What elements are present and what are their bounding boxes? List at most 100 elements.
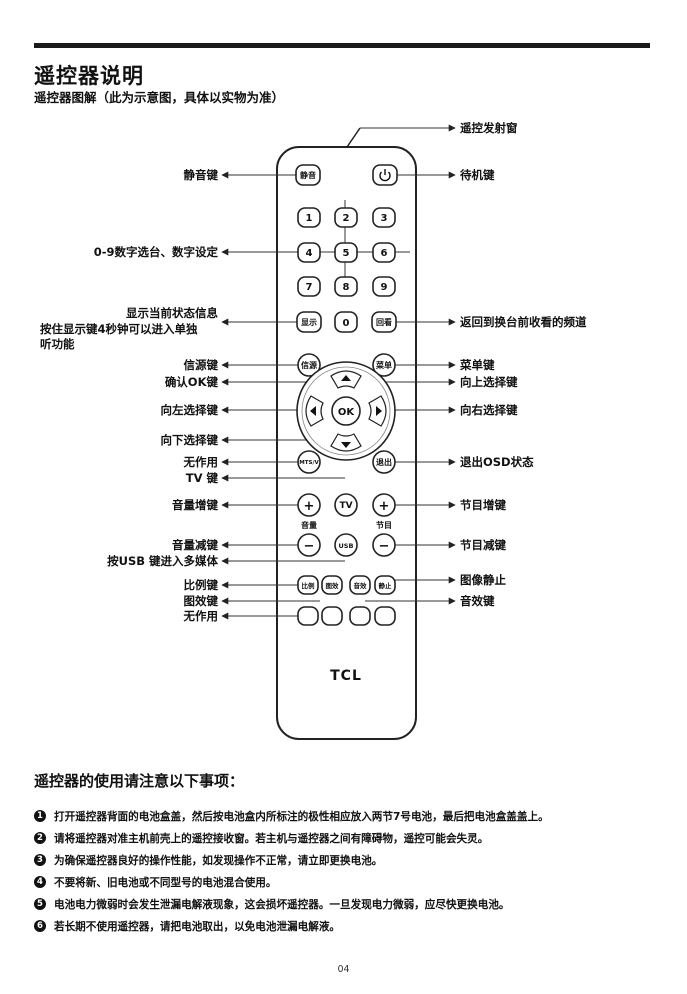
digit-8-button[interactable]	[334, 276, 358, 297]
nav-up-button[interactable]	[330, 370, 362, 389]
ok-button[interactable]	[331, 396, 361, 426]
note-item: 3 为确保遥控器良好的操作性能，如发现操作不正常，请立即更换电池。	[34, 849, 549, 871]
tv-button-label: TV	[339, 501, 352, 511]
digit-2-label: 2	[343, 213, 350, 224]
digit-6-label: 6	[381, 248, 388, 259]
note-number: 6	[34, 920, 46, 932]
digit-9-label: 9	[381, 282, 388, 293]
source-button-label: 信源	[301, 360, 317, 370]
up-arrow-icon	[341, 375, 351, 381]
mute-button-label: 静音	[300, 170, 316, 180]
down-arrow-icon	[341, 442, 351, 448]
digit-1-button[interactable]	[297, 207, 321, 228]
ratio-button[interactable]	[297, 575, 319, 595]
callout-exit: 退出OSD状态	[460, 455, 534, 469]
vol-plus-button[interactable]	[297, 493, 321, 517]
callout-standby: 待机键	[460, 168, 495, 182]
digit-6-button[interactable]	[372, 242, 396, 263]
digit-4-label: 4	[306, 248, 313, 259]
picture-effect-label: 图效	[326, 581, 340, 590]
note-number: 3	[34, 854, 46, 866]
nav-ring-inner	[301, 366, 391, 456]
digit-2-button[interactable]	[334, 207, 358, 228]
digit-3-button[interactable]	[372, 207, 396, 228]
digit-7-button[interactable]	[297, 276, 321, 297]
brand-logo: TCL	[330, 668, 362, 684]
callout-display-line2: 按住显示键4秒钟可以进入单独	[40, 322, 198, 336]
mtsv-button[interactable]	[297, 450, 321, 474]
blank-button-4[interactable]	[374, 606, 396, 626]
menu-button[interactable]	[372, 353, 396, 377]
sound-effect-button[interactable]	[349, 575, 371, 595]
callout-display-line1: 显示当前状态信息	[126, 306, 218, 320]
mute-button[interactable]	[295, 164, 321, 186]
nav-down-button[interactable]	[330, 433, 362, 452]
callout-tv: TV 键	[186, 471, 219, 485]
callout-ratio: 比例键	[184, 578, 219, 592]
note-text: 请将遥控器对准主机前壳上的遥控接收窗。若主机与遥控器之间有障碍物，遥控可能会失灵…	[54, 832, 489, 845]
display-button-label: 显示	[301, 318, 317, 327]
tv-button[interactable]	[334, 493, 358, 517]
digit-3-label: 3	[381, 213, 388, 224]
page-number: 04	[337, 964, 350, 975]
mtsv-button-label: MTS/V	[299, 460, 319, 466]
callout-usb: 按USB 键进入多媒体	[107, 554, 218, 568]
blank-button-2[interactable]	[321, 606, 343, 626]
ch-minus-button[interactable]	[372, 533, 396, 557]
ok-button-label: OK	[338, 407, 356, 418]
callout-vol-up: 音量增键	[172, 498, 218, 512]
callout-digits: 0-9数字选台、数字设定	[94, 245, 219, 259]
note-number: 1	[34, 810, 46, 822]
note-text: 电池电力微弱时会发生泄漏电解液现象，这会损坏遥控器。一旦发现电力微弱，应尽快更换…	[54, 898, 510, 911]
callout-mute: 静音键	[184, 168, 219, 182]
ratio-button-label: 比例	[302, 581, 316, 590]
digit-0-button[interactable]	[334, 311, 358, 333]
callout-noop2: 无作用	[183, 609, 219, 623]
blank-button-1[interactable]	[297, 606, 319, 626]
callout-display-line3: 听功能	[40, 337, 75, 351]
nav-left-button[interactable]	[305, 395, 324, 427]
ch-plus-label: +	[379, 499, 390, 514]
digit-5-button[interactable]	[334, 242, 358, 263]
recall-button[interactable]	[371, 311, 397, 333]
digit-0-label: 0	[343, 318, 350, 329]
callout-noop1: 无作用	[183, 455, 219, 469]
blank-button-3[interactable]	[349, 606, 371, 626]
picture-effect-button[interactable]	[321, 575, 343, 595]
usb-button[interactable]	[334, 533, 358, 557]
callout-vol-down: 音量减键	[172, 538, 218, 552]
callout-recall: 返回到换台前收看的频道	[460, 315, 587, 329]
note-item: 2 请将遥控器对准主机前壳上的遥控接收窗。若主机与遥控器之间有障碍物，遥控可能会失…	[34, 827, 549, 849]
left-arrow-icon	[310, 406, 316, 416]
vol-minus-label: −	[304, 539, 315, 554]
remote-diagram: 静音 1 2 3 4 5 6 7 8 9 显示 0 回看 信源 菜单	[40, 121, 587, 740]
callout-freeze: 图像静止	[460, 573, 506, 587]
page-subtitle: 遥控器图解（此为示意图，具体以实物为准）	[34, 90, 285, 105]
freeze-button[interactable]	[374, 575, 396, 595]
vol-minus-button[interactable]	[297, 533, 321, 557]
page-title: 遥控器说明	[34, 64, 144, 88]
header-rule	[34, 43, 650, 48]
exit-button[interactable]	[372, 450, 396, 474]
note-text: 打开遥控器背面的电池盒盖，然后按电池盒内所标注的极性相应放入两节7号电池，最后把…	[54, 810, 549, 823]
sound-effect-label: 音效	[354, 581, 368, 590]
digit-1-label: 1	[306, 213, 313, 224]
callout-down: 向下选择键	[161, 433, 219, 447]
note-text: 为确保遥控器良好的操作性能，如发现操作不正常，请立即更换电池。	[54, 854, 383, 867]
nav-right-button[interactable]	[368, 395, 387, 427]
note-number: 2	[34, 832, 46, 844]
freeze-button-label: 静止	[379, 581, 393, 590]
note-number: 4	[34, 876, 46, 888]
volume-caption: 音量	[301, 520, 317, 530]
ch-plus-button[interactable]	[372, 493, 396, 517]
ir-window-line	[346, 127, 361, 148]
digit-9-button[interactable]	[372, 276, 396, 297]
display-button[interactable]	[296, 311, 322, 333]
callout-menu: 菜单键	[459, 358, 495, 372]
source-button[interactable]	[297, 353, 321, 377]
notes-list: 1 打开遥控器背面的电池盒盖，然后按电池盒内所标注的极性相应放入两节7号电池，最后…	[34, 805, 549, 937]
callout-ch-down: 节目减键	[460, 538, 506, 552]
digit-4-button[interactable]	[297, 242, 321, 263]
